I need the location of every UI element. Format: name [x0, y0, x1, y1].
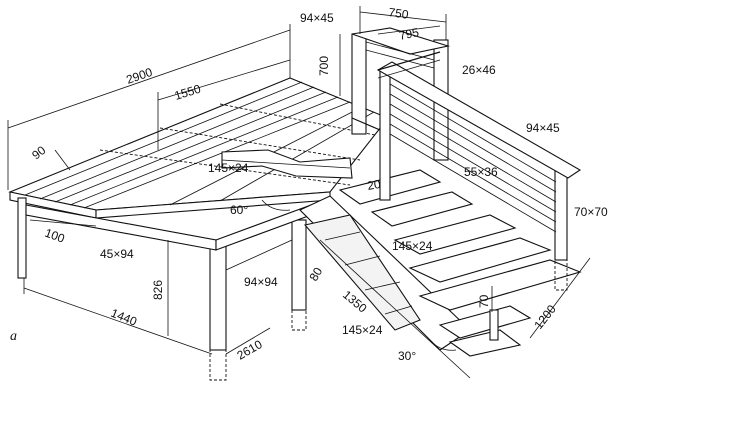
dim-label-1440: 1440 — [109, 306, 139, 329]
handrail-bar — [389, 113, 557, 213]
corner-post-left — [17, 197, 27, 279]
section-label-post: 94×94 — [244, 275, 278, 289]
section-label-rail-top: 94×45 — [300, 11, 334, 25]
stair-handrail — [376, 61, 582, 179]
dimension-lines — [7, 6, 591, 379]
dim-label-795: 795 — [398, 25, 421, 43]
stringer-step — [344, 255, 381, 266]
main-post — [209, 239, 227, 351]
handrail-bar — [389, 83, 557, 183]
deck-platform — [8, 77, 389, 219]
dim-line-90 — [54, 149, 71, 171]
deck-board-line — [54, 91, 327, 203]
section-label-tread: 145×24 — [392, 239, 433, 253]
hidden-joist — [219, 103, 376, 136]
dim-line-2610 — [225, 327, 271, 355]
stair-short-post — [489, 309, 499, 341]
brace — [225, 239, 293, 271]
stair-tread-2 — [370, 191, 474, 227]
stringer-step — [324, 231, 361, 241]
dim-line-750 — [359, 11, 447, 23]
dim-line-1350 — [319, 239, 471, 379]
landing-side-rail — [377, 51, 441, 71]
section-label-newel: 70×70 — [574, 205, 608, 219]
hidden-joist — [159, 127, 361, 161]
deck-posts — [17, 197, 331, 381]
deck-opening-line — [221, 159, 351, 169]
labels: 2900 1550 90 100 45×94 145×24 60° 94×94 … — [10, 5, 608, 363]
section-label-tread-2: 145×24 — [342, 323, 383, 337]
dim-label-100: 100 — [43, 226, 67, 246]
deck-board-line — [69, 96, 339, 206]
section-label-rail-top-2: 94×45 — [526, 121, 560, 135]
newel-footing — [554, 259, 568, 291]
dim-label-826: 826 — [151, 280, 165, 300]
middle-post-footing — [291, 309, 307, 331]
stair-newel-post — [554, 169, 568, 261]
angle-30-arc — [429, 339, 457, 351]
dim-label-1550: 1550 — [173, 82, 203, 103]
landing-top-rail — [351, 27, 451, 55]
post-footing — [209, 349, 227, 381]
handrail-bar — [389, 103, 557, 203]
handrail-bar — [389, 123, 557, 223]
stair-base-plate — [448, 329, 522, 357]
dim-line-1200 — [529, 257, 591, 339]
dim-label-1200: 1200 — [531, 302, 559, 332]
dim-label-80: 80 — [306, 265, 325, 284]
deck-board-line — [219, 111, 375, 202]
deck-board-line — [83, 101, 351, 209]
deck-board-line — [39, 86, 315, 200]
railing — [351, 27, 582, 233]
angle-label-20: 20 — [366, 177, 382, 193]
dim-label-2610: 2610 — [235, 337, 265, 363]
dim-line-100 — [29, 219, 97, 227]
angle-label-30: 30° — [398, 349, 416, 363]
dim-line-1440 — [23, 287, 213, 355]
section-label-deck-board: 145×24 — [208, 161, 249, 175]
dim-line-2900 — [7, 29, 291, 129]
stringer-step — [364, 281, 401, 291]
dim-label-2900: 2900 — [124, 65, 154, 87]
handrail-bar — [389, 133, 557, 233]
stringer-step — [384, 305, 413, 315]
stair-tread-6 — [438, 305, 532, 339]
dim-label-750: 750 — [388, 5, 410, 22]
section-label-baluster: 55×36 — [464, 165, 498, 179]
inner-stringer — [303, 214, 421, 331]
handrail-bar — [389, 93, 557, 193]
deck-board-line — [24, 81, 303, 196]
figure-label: a — [10, 329, 17, 344]
angle-label-60: 60° — [230, 203, 248, 217]
section-label-rail-cap: 26×46 — [462, 63, 496, 77]
dim-label-700: 700 — [317, 56, 331, 76]
dim-line-795 — [377, 25, 441, 35]
dim-label-90: 90 — [29, 143, 48, 162]
section-label-joist: 45×94 — [100, 247, 134, 261]
angle-60-arc — [261, 199, 291, 211]
deck-edge-rail — [351, 117, 381, 131]
landing-side-rail — [377, 59, 441, 79]
stair-tread-3 — [393, 214, 517, 255]
stair-tread-4 — [408, 237, 552, 283]
dim-line-1550 — [157, 59, 291, 101]
rail-post-corner — [379, 69, 391, 201]
dim-label-70: 70 — [477, 294, 491, 308]
middle-post — [291, 219, 307, 311]
landing-rail-line — [365, 49, 435, 69]
